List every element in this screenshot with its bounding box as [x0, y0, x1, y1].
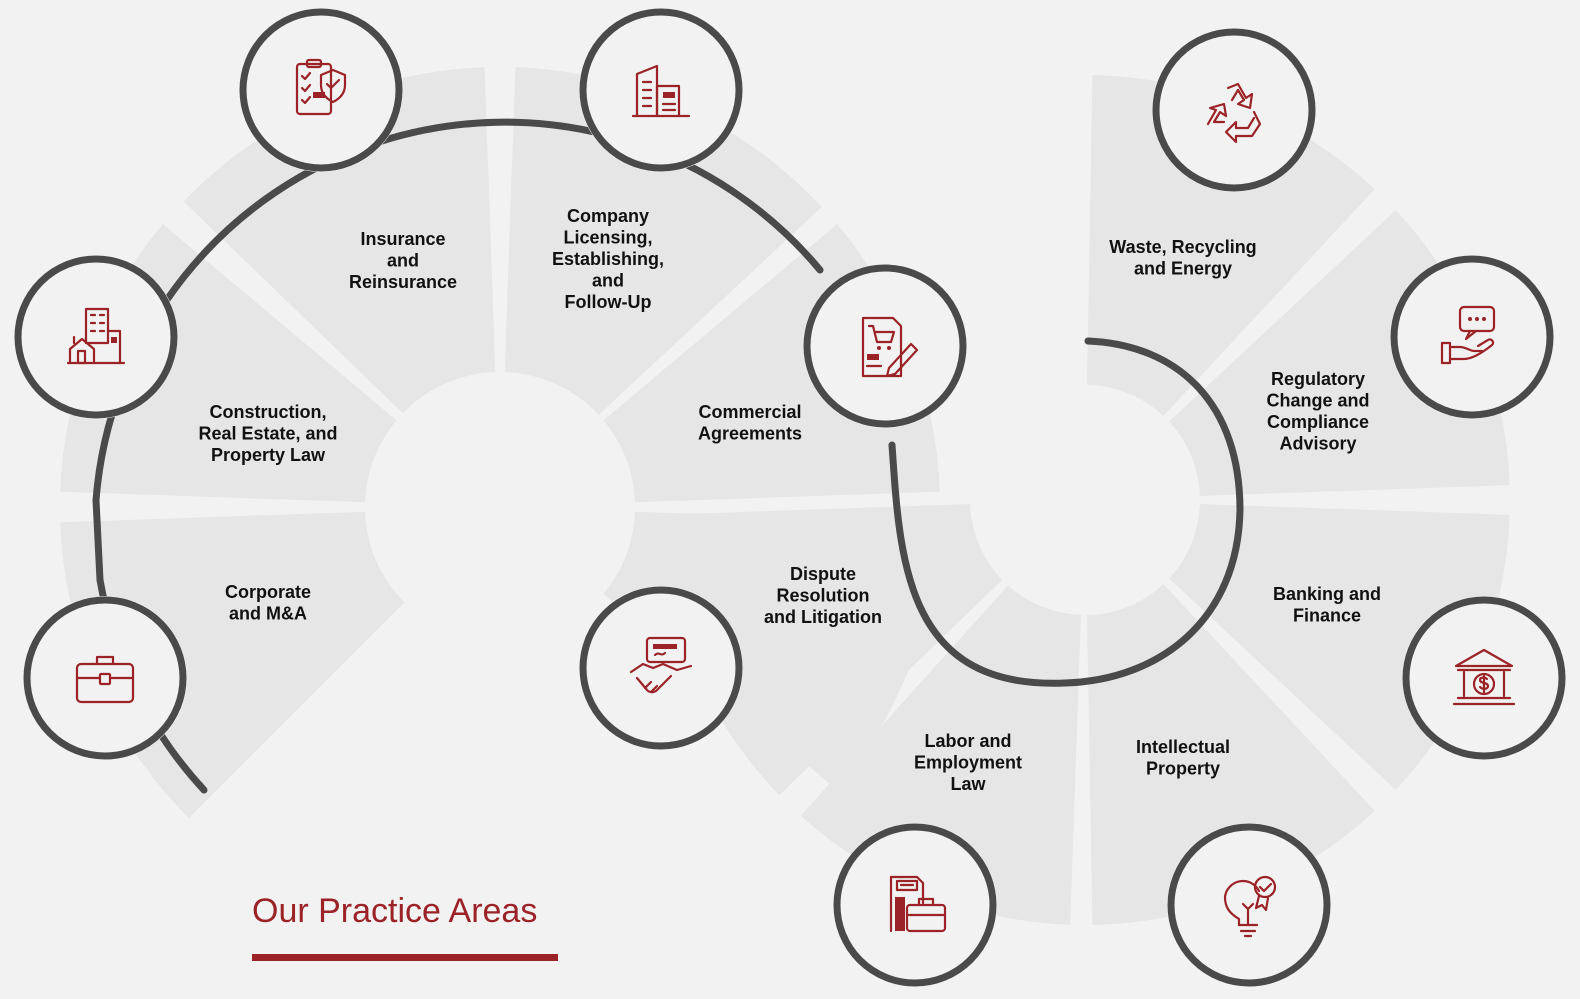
label-line: Insurance [360, 229, 445, 249]
icon-badge-corporate [23, 596, 187, 760]
shopping-cart-document-icon [861, 316, 919, 378]
handshake-agreement-icon [629, 636, 693, 694]
area-icons [14, 8, 1566, 987]
chat-hand-icon [1440, 305, 1496, 365]
label-line: Banking and [1273, 584, 1381, 604]
briefcase-icon [75, 655, 135, 704]
badge-circle [1152, 28, 1316, 192]
label-line: Reinsurance [349, 272, 457, 292]
label-line: and M&A [229, 604, 307, 624]
icon-badge-labor [833, 823, 997, 987]
label-line: Corporate [225, 582, 311, 602]
label-line: Compliance [1267, 412, 1369, 432]
icon-badge-banking [1402, 596, 1566, 760]
job-briefcase-icon [889, 875, 947, 933]
label-line: Property [1146, 759, 1220, 779]
label-line: and Energy [1134, 259, 1232, 279]
right-ring-arc [888, 337, 1244, 687]
label-line: and Litigation [764, 607, 882, 627]
label-line: Regulatory [1271, 369, 1365, 389]
label-line: Licensing, [563, 228, 652, 248]
badge-circle [579, 8, 743, 172]
wheel-sectors [60, 67, 1510, 925]
label-line: Follow-Up [565, 292, 652, 312]
icon-badge-regulatory [1390, 255, 1554, 419]
sector-insurance [183, 67, 496, 414]
sector-dispute-lower [660, 504, 1003, 796]
badge-circle [1167, 823, 1331, 987]
icon-badge-commercial [803, 264, 967, 428]
badge-circle [1390, 255, 1554, 419]
icon-badge-dispute [579, 586, 743, 750]
sector-ip [1087, 584, 1375, 925]
label-line: and [592, 271, 624, 291]
badge-circle [803, 264, 967, 428]
label-line: Employment [914, 753, 1022, 773]
lightbulb-badge-icon [1223, 875, 1277, 938]
label-line: Agreements [698, 424, 802, 444]
label-line: Advisory [1279, 434, 1356, 454]
label-line: Law [950, 774, 986, 794]
office-building-icon [631, 64, 691, 118]
label-line: Real Estate, and [198, 424, 337, 444]
sector-company-licensing [504, 67, 822, 415]
label-line: Establishing, [552, 249, 664, 269]
icon-badge-insurance [239, 8, 403, 172]
recycle-icon [1206, 82, 1262, 144]
label-line: Commercial [698, 402, 801, 422]
badge-circle [23, 596, 187, 760]
label-line: Property Law [211, 445, 326, 465]
icon-badge-construction [14, 255, 178, 419]
label-line: Change and [1266, 391, 1369, 411]
label-line: Waste, Recycling [1109, 237, 1256, 257]
real-estate-buildings-icon [66, 307, 126, 365]
label-line: Construction, [210, 402, 327, 422]
label-line: Finance [1293, 606, 1361, 626]
icon-badge-company-licensing [579, 8, 743, 172]
badge-circle [14, 255, 178, 419]
label-line: Resolution [777, 586, 870, 606]
bank-dollar-icon [1452, 648, 1516, 706]
icon-badge-ip [1167, 823, 1331, 987]
badge-circle [579, 586, 743, 750]
sector-waste [1087, 75, 1375, 416]
label-line: and [387, 251, 419, 271]
label-line: Dispute [790, 564, 856, 584]
clipboard-shield-icon [295, 58, 347, 116]
title-underline [252, 954, 558, 961]
label-line: Labor and [924, 731, 1011, 751]
icon-badge-waste [1152, 28, 1316, 192]
label-line: Company [567, 206, 649, 226]
page-title: Our Practice Areas [252, 892, 538, 930]
label-line: Intellectual [1136, 737, 1230, 757]
